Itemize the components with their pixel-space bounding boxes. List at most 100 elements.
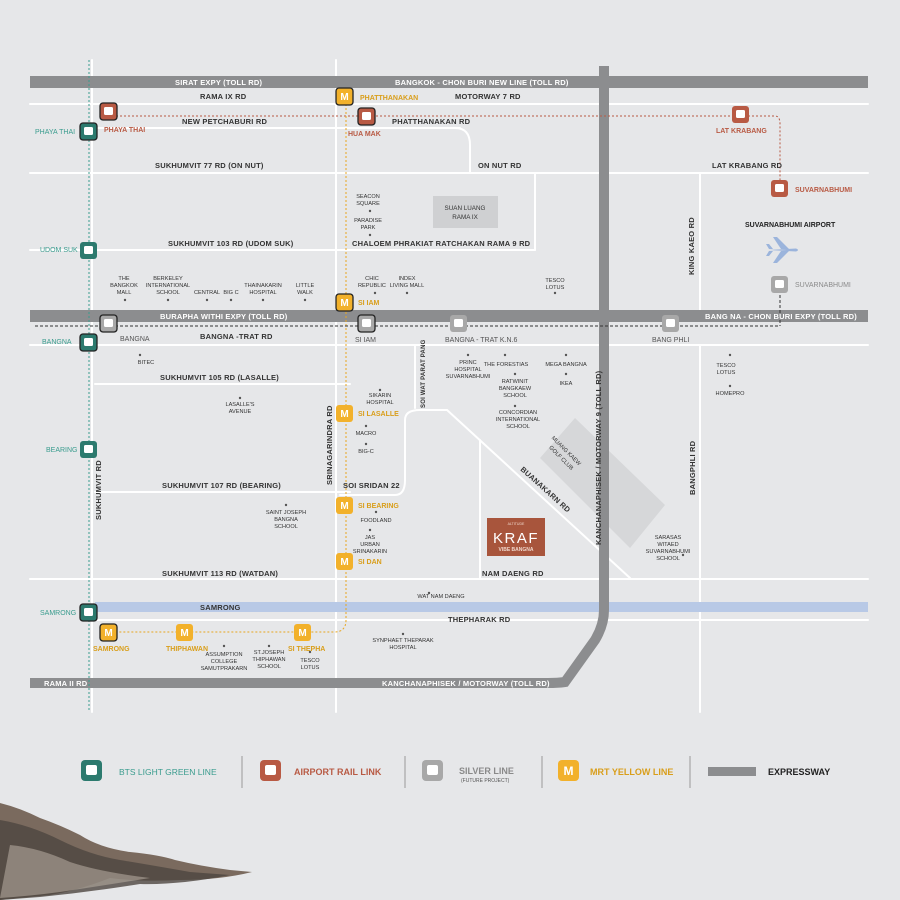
- station-phatthanakan: PHATTHANAKAN: [360, 95, 418, 102]
- poi-ratwinit-1: RATWINIT: [502, 379, 529, 385]
- rail-lines: [35, 60, 781, 712]
- legend-mrt-label: MRT YELLOW LINE: [590, 767, 673, 777]
- legend-expressway-label: EXPRESSWAY: [768, 767, 830, 777]
- label-nam-daeng: NAM DAENG RD: [482, 569, 544, 578]
- legend-mrt: M MRT YELLOW LINE: [558, 760, 673, 781]
- svg-text:M: M: [298, 628, 306, 639]
- poi-assumption-2: COLLEGE: [211, 659, 238, 665]
- poi-assumption-1: ASSUMPTION: [206, 652, 243, 658]
- project-sub-label: VIBE BANGNA: [498, 547, 533, 553]
- label-on-nut: ON NUT RD: [478, 161, 522, 170]
- poi-foodland: FOODLAND: [360, 518, 391, 524]
- station-bang-phli: BANG PHLI: [652, 337, 689, 344]
- label-soi-wat-parat: SOI WAT PARAT PANG: [421, 339, 427, 408]
- poi-jas-1: JAS: [365, 535, 376, 541]
- poi-lasalle-1: LASALLE'S: [225, 402, 254, 408]
- poi-bigc-2: BIG-C: [358, 449, 374, 455]
- poi-princ-2: HOSPITAL: [454, 367, 481, 373]
- poi-thainakarin-1: THAINAKARIN: [244, 283, 282, 289]
- poi-seacon-2: SQUARE: [356, 201, 380, 207]
- poi-bigc-1: BIG C: [223, 290, 238, 296]
- poi-ratwinit-2: BANGKAEW: [499, 386, 532, 392]
- poi-tesco2-1: TESCO: [716, 363, 736, 369]
- label-sukhumvit-rd: SUKHUMVIT RD: [94, 460, 103, 520]
- label-soi-sridan: SOI SRIDAN 22: [343, 481, 400, 490]
- mrt-yellow-line: [108, 96, 347, 633]
- legend-bts-label: BTS LIGHT GREEN LINE: [119, 767, 217, 777]
- label-bangna-trat: BANGNA -TRAT RD: [200, 332, 273, 341]
- poi-forestias: THE FORESTIAS: [484, 362, 529, 368]
- label-sukhumvit77: SUKHUMVIT 77 RD (ON NUT): [155, 161, 264, 170]
- label-kanchanaphisek9: KANCHANAPHISEK / MOTORWAY 9 (TOLL RD): [594, 370, 603, 545]
- poi-stjoseph-thip-1: ST.JOSEPH: [254, 650, 284, 656]
- poi-tesco1-1: TESCO: [545, 278, 565, 284]
- silver-line-station-icon: [450, 315, 467, 332]
- label-motorway7: MOTORWAY 7 RD: [455, 92, 521, 101]
- station-udom-suk: UDOM SUK: [40, 247, 78, 254]
- station-samrong-green: SAMRONG: [40, 610, 76, 617]
- station-thiphawan: THIPHAWAN: [166, 646, 208, 653]
- label-thepharak: THEPHARAK RD: [448, 615, 511, 624]
- label-sukhumvit103: SUKHUMVIT 103 RD (UDOM SUK): [168, 239, 294, 248]
- legend-expressway: EXPRESSWAY: [708, 767, 830, 777]
- poi-berkeley-1: BERKELEY: [153, 276, 183, 282]
- label-lat-krabang-rd: LAT KRABANG RD: [712, 161, 783, 170]
- bts-station-icon: [80, 242, 97, 259]
- poi-bkk-mall-1: THE: [118, 276, 129, 282]
- poi-sarasas-3: SUVARNABHUMI: [646, 549, 691, 555]
- poi-synphaet-2: HOSPITAL: [389, 645, 416, 651]
- poi-stjoseph-thip-3: SCHOOL: [257, 664, 281, 670]
- svg-text:M: M: [104, 628, 112, 639]
- label-bangna-chonburi: BANG NA - CHON BURI EXPY (TOLL RD): [705, 312, 857, 321]
- poi-sarasas-4: SCHOOL: [656, 556, 680, 562]
- legend: BTS LIGHT GREEN LINE AIRPORT RAIL LINK S…: [81, 756, 830, 788]
- poi-sikarin-2: HOSPITAL: [366, 400, 393, 406]
- label-burapha: BURAPHA WITHI EXPY (TOLL RD): [160, 312, 288, 321]
- label-srinagarindra: SRINAGARINDRA RD: [325, 405, 334, 485]
- station-phaya-thai-red: PHAYA THAI: [104, 127, 145, 134]
- poi-suan-luang-2: RAMA IX: [452, 214, 478, 221]
- poi-central: CENTRAL: [194, 290, 220, 296]
- label-bangkok-chonburi: BANGKOK - CHON BURI NEW LINE (TOLL RD): [395, 78, 569, 87]
- station-bangna-green: BANGNA: [42, 339, 72, 346]
- airplane-icon: [766, 237, 798, 263]
- poi-mega: MEGA BANGNA: [545, 362, 587, 368]
- project-marker[interactable]: ALTITUDE KRAF VIBE BANGNA: [487, 518, 545, 556]
- poi-ratwinit-3: SCHOOL: [503, 393, 527, 399]
- station-bangna-trat-kn6: BANGNA - TRAT K.N.6: [445, 337, 517, 344]
- label-rama2: RAMA II RD: [44, 679, 88, 688]
- poi-assumption-3: SAMUTPRAKARN: [201, 666, 248, 672]
- legend-airport-rail-label: AIRPORT RAIL LINK: [294, 767, 382, 777]
- station-suvarnabhumi-airport: SUVARNABHUMI AIRPORT: [745, 222, 836, 229]
- svg-text:M: M: [564, 764, 574, 778]
- airport-rail-station-icon: [771, 180, 788, 197]
- poi-index-1: INDEX: [398, 276, 415, 282]
- label-bangphli: BANGPHLI RD: [688, 440, 697, 495]
- poi-concordian-1: CONCORDIAN: [499, 410, 537, 416]
- poi-chic-2: REPUBLIC: [358, 283, 386, 289]
- legend-bts: BTS LIGHT GREEN LINE: [81, 760, 217, 781]
- poi-stjoseph-3: SCHOOL: [274, 524, 298, 530]
- mrt-station-icon: M: [336, 497, 353, 514]
- station-suvarnabhumi-red: SUVARNABHUMI: [795, 187, 852, 194]
- silver-line-station-icon: [357, 314, 376, 333]
- legend-silver-label: SILVER LINE: [459, 766, 514, 776]
- expressways: [30, 66, 868, 688]
- legend-silver: SILVER LINE (FUTURE PROJECT): [422, 760, 514, 784]
- bts-station-icon: [79, 333, 98, 352]
- poi-jas-3: SRINAKARIN: [353, 549, 387, 555]
- poi-synphaet-1: SYNPHAET THEPARAK: [372, 638, 434, 644]
- airport-rail-station-icon: [99, 102, 118, 121]
- kanchanaphisek-motorway: [30, 66, 609, 688]
- mrt-station-icon: M: [99, 623, 118, 642]
- poi-bkk-mall-2: BANGKOK: [110, 283, 138, 289]
- airport-rail-station-icon: [357, 107, 376, 126]
- poi-princ-1: PRINC: [459, 360, 476, 366]
- poi-tesco1-2: LOTUS: [546, 285, 565, 291]
- poi-ikea: IKEA: [560, 381, 573, 387]
- mrt-station-icon: M: [335, 87, 354, 106]
- airport-rail-station-icon: [732, 106, 749, 123]
- mrt-station-icon: M: [336, 553, 353, 570]
- poi-sarasas-2: WITAED: [657, 542, 678, 548]
